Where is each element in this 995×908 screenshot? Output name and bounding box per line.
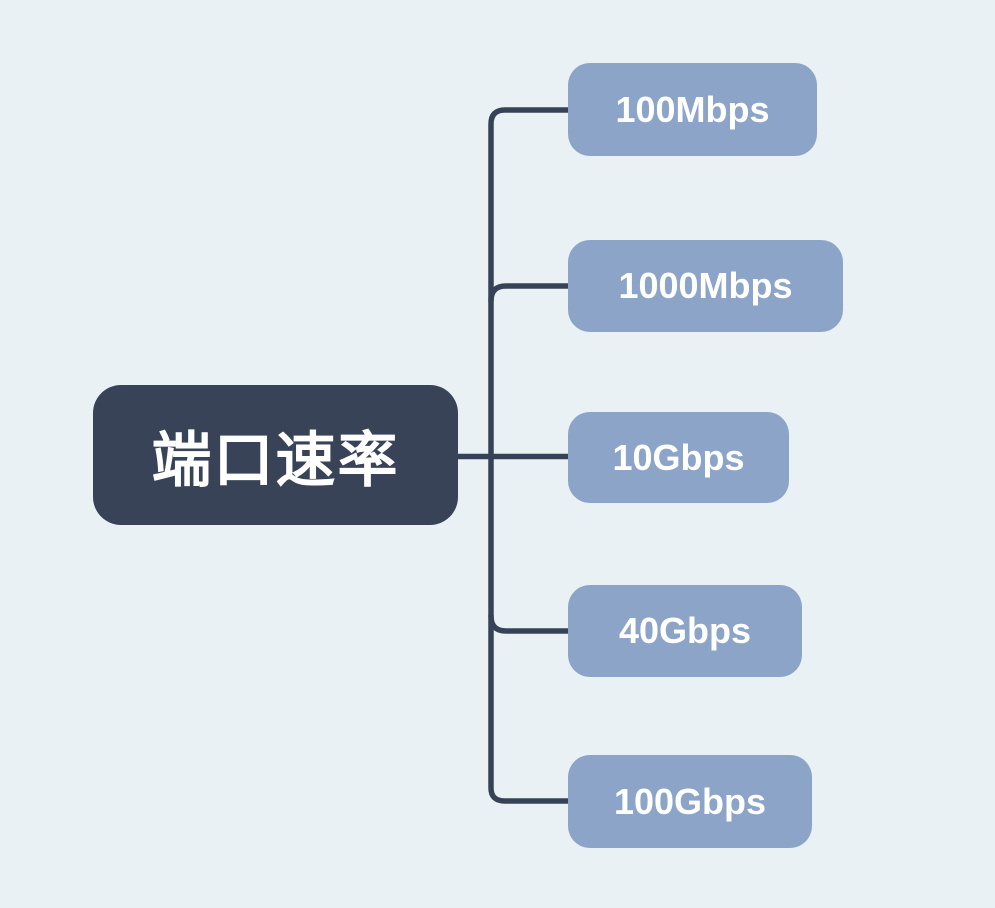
child-node-100gbps[interactable]: 100Gbps — [568, 755, 812, 848]
child-node-label: 40Gbps — [618, 610, 752, 651]
connector-spine-with-top-bottom-branches — [488, 107, 571, 804]
connector-branch-40gbps — [488, 613, 571, 634]
child-node-1000mbps[interactable]: 1000Mbps — [568, 240, 843, 332]
connector-branch-1000mbps — [488, 283, 571, 304]
child-node-label: 10Gbps — [612, 436, 745, 478]
root-node-port-speed[interactable]: 端口速率 — [93, 385, 458, 525]
root-node-label: 端口速率 — [151, 426, 400, 494]
child-node-40gbps[interactable]: 40Gbps — [568, 585, 802, 677]
child-node-label: 1000Mbps — [618, 265, 793, 306]
child-node-label: 100Mbps — [615, 88, 770, 130]
child-node-100mbps[interactable]: 100Mbps — [568, 63, 817, 156]
child-node-label: 100Gbps — [613, 780, 767, 822]
child-node-10gbps[interactable]: 10Gbps — [568, 412, 789, 503]
